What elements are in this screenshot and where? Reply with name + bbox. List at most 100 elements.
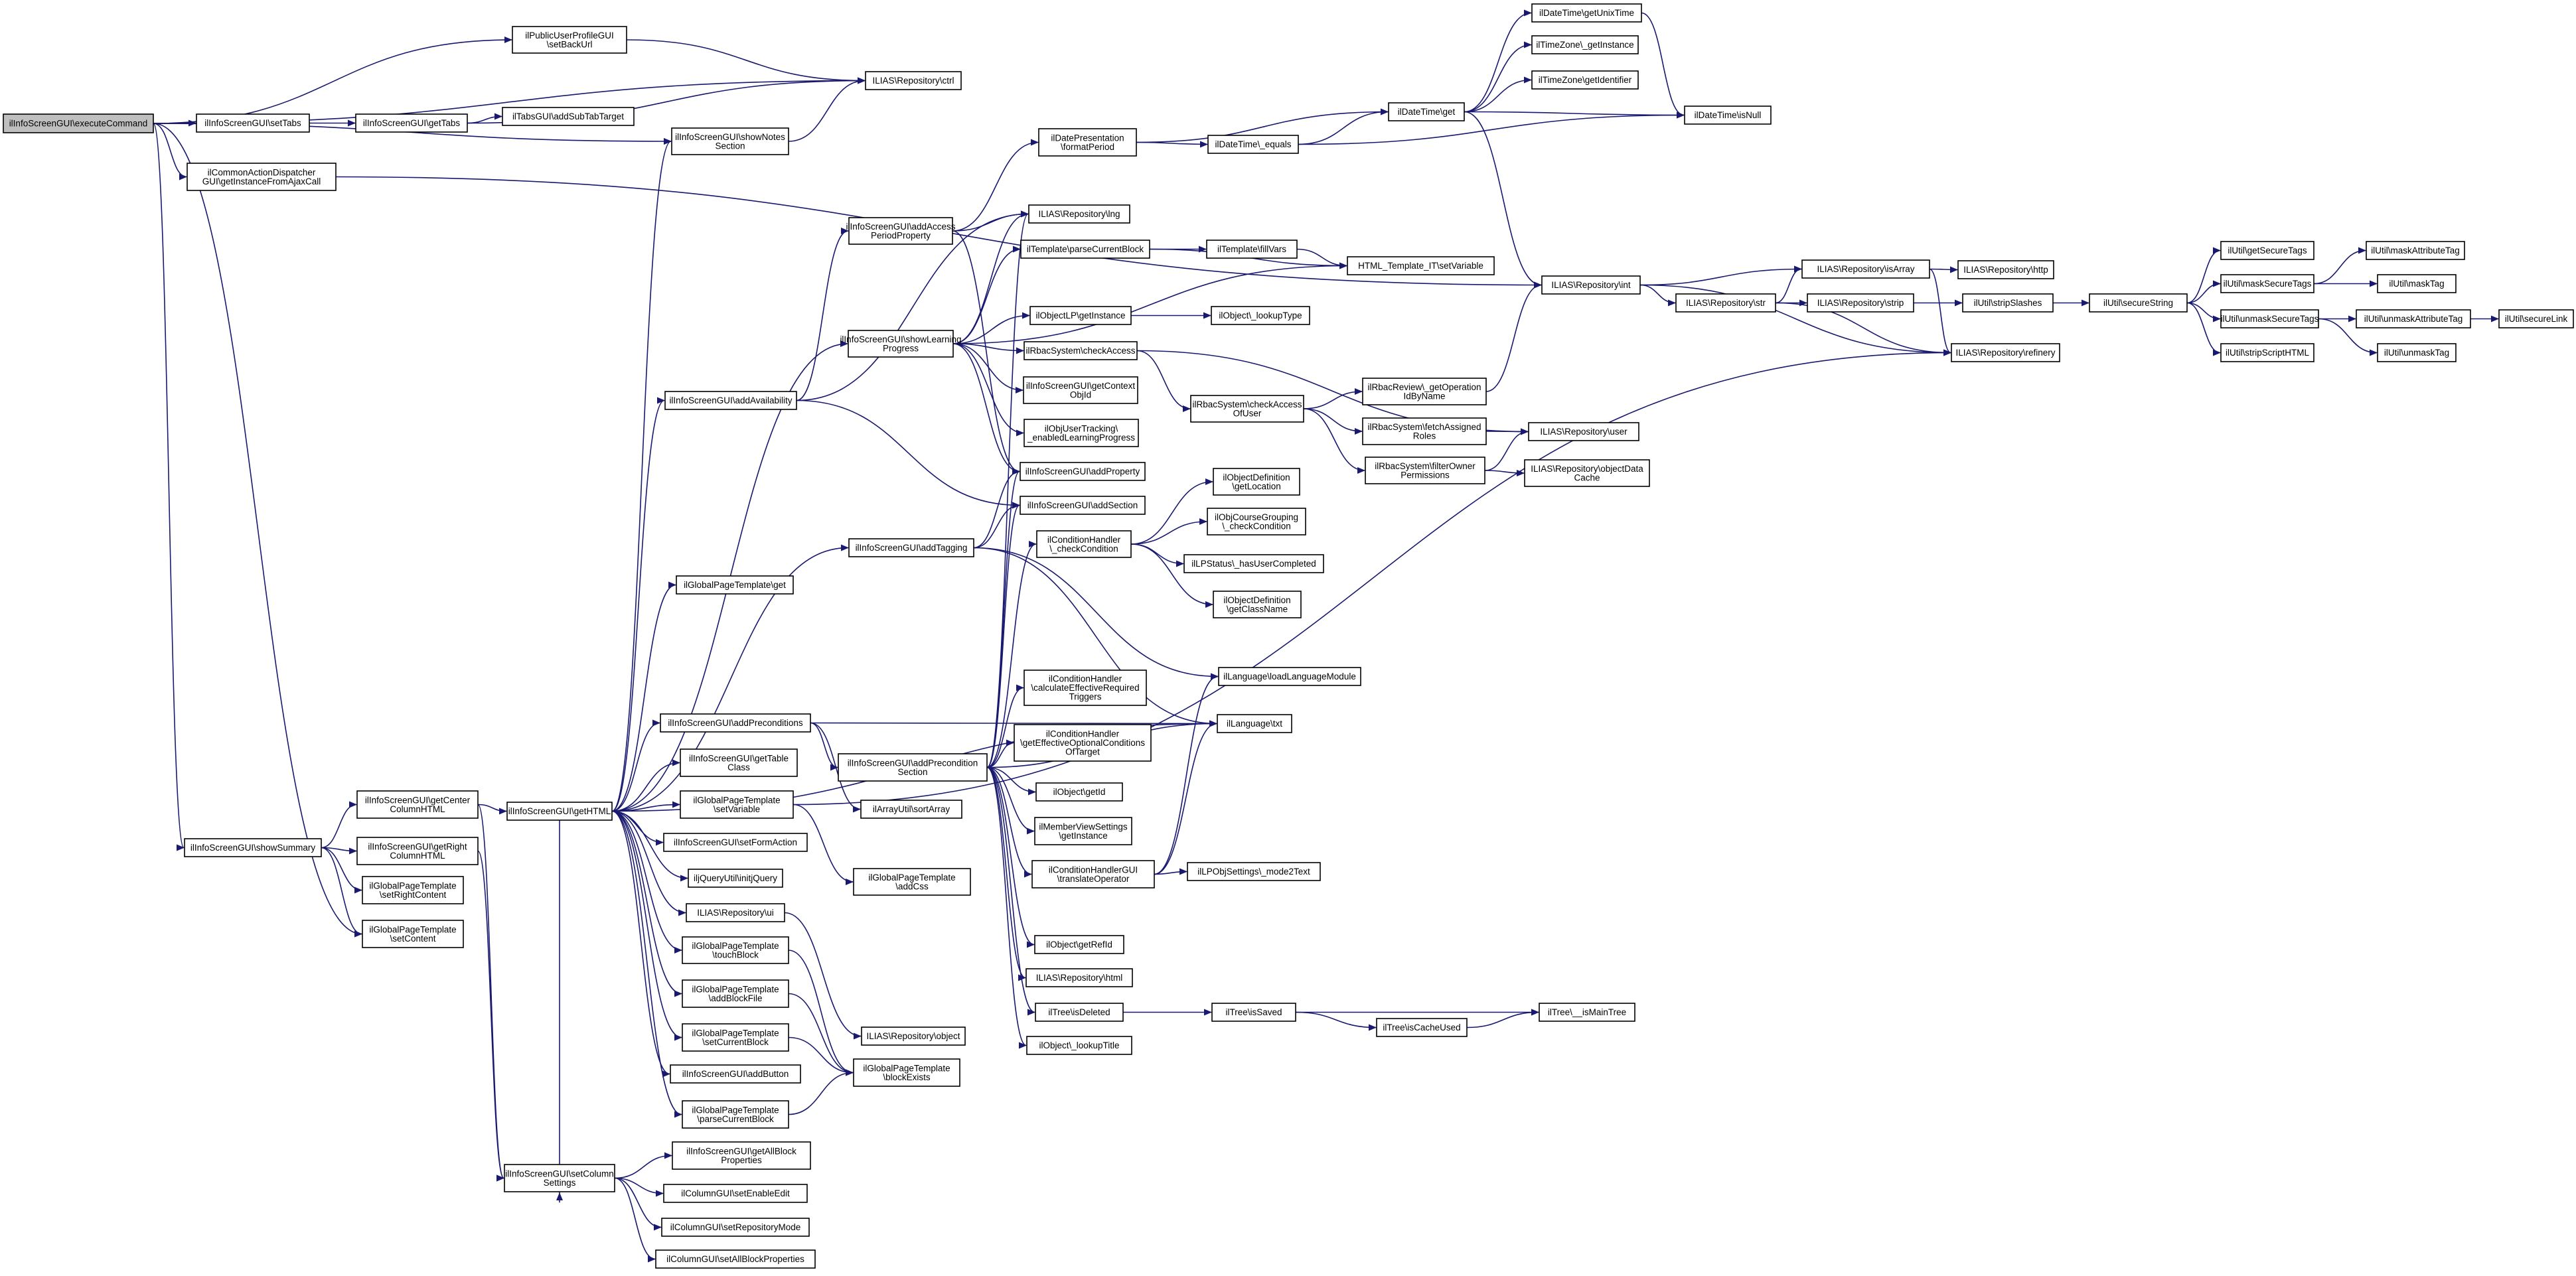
node-ilobjusertracking-enabledlearningprogress[interactable]: ilObjUserTracking\_enabledLearningProgre… (1023, 419, 1139, 447)
node-ilinfoscreengui-addbutton[interactable]: ilInfoScreenGUI\addButton (670, 1064, 801, 1084)
node-iltree-isdeleted[interactable]: ilTree\isDeleted (1035, 1003, 1124, 1022)
node-ilrbacsystem-checkaccess[interactable]: ilRbacSystem\checkAccess (1023, 341, 1138, 360)
node-ilias-repository-user[interactable]: ILIAS\Repository\user (1528, 422, 1639, 441)
node-ilias-repository-str[interactable]: ILIAS\Repository\str (1675, 293, 1776, 313)
node-ilinfoscreengui-gethtml[interactable]: ilInfoScreenGUI\getHTML (506, 802, 613, 821)
node-illpstatus-hasusercompleted[interactable]: ilLPStatus\_hasUserCompleted (1183, 554, 1324, 573)
node-ilias-repository-ui[interactable]: ILIAS\Repository\ui (686, 903, 785, 922)
node-ilutil-securestring[interactable]: ilUtil\secureString (2089, 293, 2188, 313)
node-ilutil-getsecuretags[interactable]: ilUtil\getSecureTags (2220, 241, 2314, 260)
node-iltree-ismaintree[interactable]: ilTree\__isMainTree (1539, 1003, 1635, 1022)
node-ilglobalpagetemplate-addcss[interactable]: ilGlobalPageTemplate\addCss (853, 868, 971, 896)
node-ildatetime-isnull[interactable]: ilDateTime\isNull (1684, 106, 1772, 125)
node-ilobject-lookuptitle[interactable]: ilObject\_lookupTitle (1026, 1036, 1132, 1055)
node-iltimezone-getinstance[interactable]: ilTimeZone\_getInstance (1531, 35, 1639, 54)
node-ilmemberviewsettings-getinstance[interactable]: ilMemberViewSettings\getInstance (1034, 817, 1132, 845)
node-ilglobalpagetemplate-addblockfile[interactable]: ilGlobalPageTemplate\addBlockFile (682, 979, 789, 1008)
node-ilarrayutil-sortarray[interactable]: ilArrayUtil\sortArray (860, 800, 962, 819)
node-iltimezone-getidentifier[interactable]: ilTimeZone\getIdentifier (1531, 70, 1639, 90)
node-ilconditionhandler-geteffectiveoptionalconditionsoftarget[interactable]: ilConditionHandler\getEffectiveOptionalC… (1014, 724, 1152, 762)
node-ilcommonactiondispatchergui-getinstancefromajaxcall[interactable]: ilCommonActionDispatcherGUI\getInstanceF… (187, 163, 337, 191)
node-ilglobalpagetemplate-setrightcontent[interactable]: ilGlobalPageTemplate\setRightContent (362, 876, 464, 904)
node-ilglobalpagetemplate-setcurrentblock[interactable]: ilGlobalPageTemplate\setCurrentBlock (682, 1023, 789, 1052)
node-ilglobalpagetemplate-touchblock[interactable]: ilGlobalPageTemplate\touchBlock (682, 936, 789, 964)
node-ilinfoscreengui-addproperty[interactable]: ilInfoScreenGUI\addProperty (1020, 462, 1146, 481)
node-ilutil-unmaskattributetag[interactable]: ilUtil\unmaskAttributeTag (2356, 309, 2471, 328)
node-ilinfoscreengui-addpreconditions[interactable]: ilInfoScreenGUI\addPreconditions (660, 713, 811, 733)
node-ilobject-getrefid[interactable]: ilObject\getRefId (1034, 935, 1124, 954)
node-ildatetime-equals[interactable]: ilDateTime\_equals (1207, 135, 1299, 154)
node-ilias-repository-lng[interactable]: ILIAS\Repository\lng (1028, 204, 1130, 224)
node-ilglobalpagetemplate-blockexists[interactable]: ilGlobalPageTemplate\blockExists (853, 1058, 960, 1087)
node-ilutil-stripslashes[interactable]: ilUtil\stripSlashes (1962, 293, 2054, 313)
node-ilias-repository-int[interactable]: ILIAS\Repository\int (1541, 275, 1641, 295)
node-ilobjcoursegrouping-checkcondition[interactable]: ilObjCourseGrouping\_checkCondition (1207, 508, 1306, 535)
node-ilinfoscreengui-addtagging[interactable]: ilInfoScreenGUI\addTagging (848, 538, 974, 557)
node-ilcolumngui-setenableedit[interactable]: ilColumnGUI\setEnableEdit (663, 1184, 808, 1203)
node-ilglobalpagetemplate-get[interactable]: ilGlobalPageTemplate\get (676, 575, 794, 595)
node-illpobjsettings-mode2text[interactable]: ilLPObjSettings\_mode2Text (1187, 862, 1321, 881)
node-ilcolumngui-setallblockproperties[interactable]: ilColumnGUI\setAllBlockProperties (655, 1249, 816, 1269)
node-iljqueryutil-initjquery[interactable]: iljQueryUtil\initjQuery (688, 869, 783, 888)
node-ilobjectlp-getinstance[interactable]: ilObjectLP\getInstance (1029, 306, 1132, 325)
node-ilutil-stripscripthtml[interactable]: ilUtil\stripScriptHTML (2220, 343, 2314, 362)
node-ilinfoscreengui-setformaction[interactable]: ilInfoScreenGUI\setFormAction (663, 833, 808, 852)
node-ilconditionhandler-calculateeffectiverequiredtriggers[interactable]: ilConditionHandler\calculateEffectiveReq… (1023, 670, 1147, 706)
node-ilias-repository-isarray[interactable]: ILIAS\Repository\isArray (1801, 259, 1930, 279)
node-ilutil-masksecuretags[interactable]: ilUtil\maskSecureTags (2220, 274, 2314, 293)
node-iltabsgui-addsubtabtarget[interactable]: ilTabsGUI\addSubTabTarget (502, 107, 635, 126)
node-ilpublicuserprofilegui-setbackurl[interactable]: ilPublicUserProfileGUI\setBackUrl (512, 26, 627, 54)
node-ilinfoscreengui-addavailability[interactable]: ilInfoScreenGUI\addAvailability (664, 391, 797, 410)
node-ilutil-unmasktag[interactable]: ilUtil\unmaskTag (2377, 343, 2457, 362)
node-html-template-it-setvariable[interactable]: HTML_Template_IT\setVariable (1347, 256, 1495, 275)
node-ilias-repository-refinery[interactable]: ILIAS\Repository\refinery (1951, 343, 2060, 362)
node-ilutil-masktag[interactable]: ilUtil\maskTag (2377, 274, 2457, 293)
node-ilinfoscreengui-settabs[interactable]: ilInfoScreenGUI\setTabs (196, 113, 310, 133)
node-ilias-repository-http[interactable]: ILIAS\Repository\http (1957, 260, 2054, 279)
node-ilutil-securelink[interactable]: ilUtil\secureLink (2498, 309, 2574, 328)
node-ilobjectdefinition-getlocation[interactable]: ilObjectDefinition\getLocation (1213, 468, 1300, 496)
node-iltree-iscacheused[interactable]: ilTree\isCacheUsed (1376, 1018, 1468, 1037)
node-ilobject-getid[interactable]: ilObject\getId (1035, 782, 1123, 802)
node-ilinfoscreengui-addsection[interactable]: ilInfoScreenGUI\addSection (1020, 496, 1146, 515)
node-ilglobalpagetemplate-setvariable[interactable]: ilGlobalPageTemplate\setVariable (680, 790, 794, 819)
node-ilobjectdefinition-getclassname[interactable]: ilObjectDefinition\getClassName (1213, 591, 1302, 618)
node-ilutil-maskattributetag[interactable]: ilUtil\maskAttributeTag (2366, 241, 2465, 260)
node-ilinfoscreengui-showsummary[interactable]: ilInfoScreenGUI\showSummary (184, 838, 322, 857)
node-ildatetime-getunixtime[interactable]: ilDateTime\getUnixTime (1531, 3, 1642, 23)
node-ilias-repository-object[interactable]: ILIAS\Repository\object (861, 1027, 966, 1046)
node-ilobject-lookuptype[interactable]: ilObject\_lookupType (1211, 306, 1310, 325)
node-ilconditionhandlergui-translateoperator[interactable]: ilConditionHandlerGUI\translateOperator (1031, 860, 1155, 888)
node-ilinfoscreengui-gettabs[interactable]: ilInfoScreenGUI\getTabs (355, 113, 468, 133)
node-ilias-repository-html[interactable]: ILIAS\Repository\html (1025, 968, 1133, 987)
node-ilconditionhandler-checkcondition[interactable]: ilConditionHandler\_checkCondition (1036, 530, 1132, 558)
node-ildatetime-get[interactable]: ilDateTime\get (1388, 102, 1465, 121)
node-ilcolumngui-setrepositorymode[interactable]: ilColumnGUI\setRepositoryMode (661, 1218, 810, 1237)
node-ilglobalpagetemplate-parsecurrentblock[interactable]: ilGlobalPageTemplate\parseCurrentBlock (682, 1100, 789, 1129)
node-ilutil-unmasksecuretags[interactable]: ilUtil\unmaskSecureTags (2220, 309, 2319, 328)
node-iltree-issaved[interactable]: ilTree\isSaved (1211, 1003, 1296, 1022)
node-ilglobalpagetemplate-setcontent[interactable]: ilGlobalPageTemplate\setContent (362, 920, 464, 948)
node-illanguage-txt[interactable]: ilLanguage\txt (1217, 714, 1292, 733)
node-iltemplate-fillvars[interactable]: ilTemplate\fillVars (1206, 240, 1298, 259)
node-illanguage-loadlanguagemodule[interactable]: ilLanguage\loadLanguageModule (1218, 667, 1361, 686)
node-ilinfoscreengui-executecommand[interactable]: ilInfoScreenGUI\executeCommand (3, 113, 154, 133)
node-ilias-repository-ctrl[interactable]: ILIAS\Repository\ctrl (865, 71, 962, 90)
node-ildatepresentation-formatperiod[interactable]: ilDatePresentation\formatPeriod (1038, 128, 1137, 157)
node-ilias-repository-strip[interactable]: ILIAS\Repository\strip (1807, 293, 1914, 313)
